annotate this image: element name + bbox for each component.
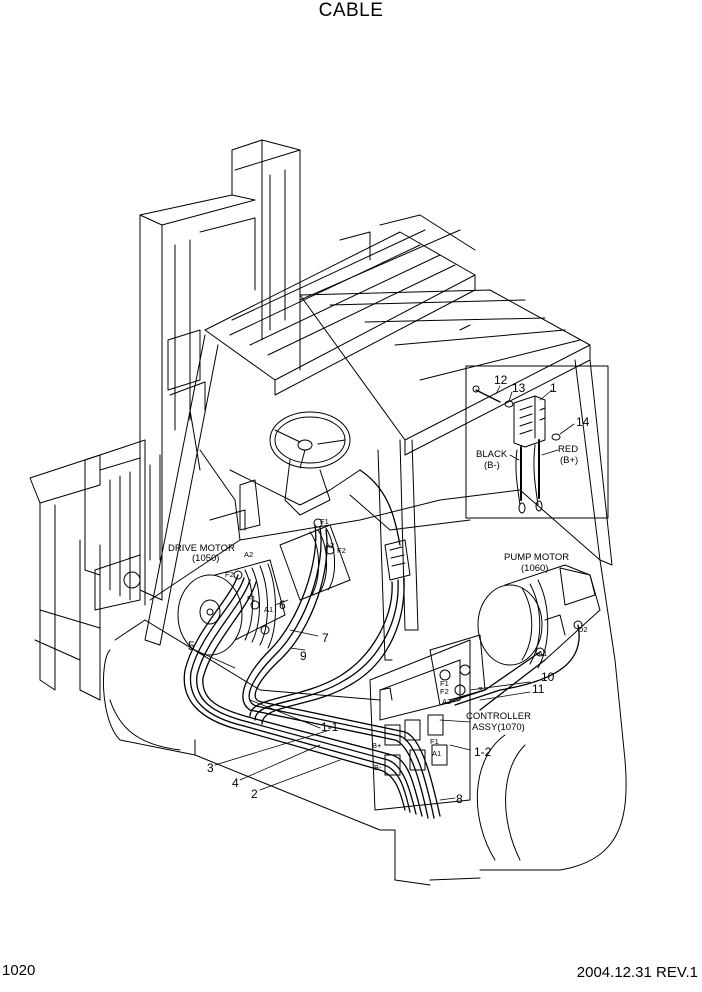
terminal-a2-center: A2 (325, 541, 334, 550)
drive-motor (177, 559, 286, 656)
revision-date: 2004.12.31 REV.1 (576, 964, 698, 981)
terminal-a1-drive: A1 (264, 605, 273, 614)
callout-11: 11 (532, 682, 545, 696)
label-drive-motor-code: (1050) (192, 553, 219, 564)
callout-5: 5 (188, 639, 195, 653)
label-black-sign: (B-) (484, 460, 500, 471)
terminal-a2-drive: A2 (244, 550, 253, 559)
callout-10: 10 (541, 670, 555, 684)
steering-wheel (199, 411, 361, 541)
leader-lines (194, 599, 531, 801)
label-drive-motor: DRIVE MOTOR (168, 543, 235, 554)
label-controller-code: ASSY(1070) (472, 722, 525, 733)
terminal-b-minus: B- (374, 763, 382, 772)
callout-8: 8 (456, 792, 463, 806)
label-black: BLACK (476, 449, 508, 460)
terminal-a2-ctrl: A2 (442, 697, 451, 706)
callout-1: 1 (550, 381, 557, 395)
battery-connector-detail-inset (465, 365, 609, 519)
body (103, 489, 627, 886)
terminal-a-ctrl-low: A1 (432, 749, 441, 758)
terminal-f2-drive: F2 (225, 570, 234, 579)
controller-assembly (369, 634, 486, 811)
terminal-d2-pump: D2 (578, 625, 588, 634)
terminal-a1-pump: A1 (538, 649, 547, 658)
overhead-guard (144, 214, 613, 661)
label-pump-motor-code: (1060) (521, 563, 548, 574)
terminal-f2-center: F2 (337, 546, 346, 555)
terminal-b-plus: B+ (372, 741, 382, 750)
label-red-sign: (B+) (560, 455, 578, 466)
callout-3: 3 (207, 761, 214, 775)
callout-13: 13 (512, 381, 526, 395)
terminal-f1-ctrl: F1 (440, 679, 449, 688)
terminal-f1-drive: F1 (247, 594, 256, 603)
label-pump-motor: PUMP MOTOR (504, 552, 569, 563)
callout-12: 12 (494, 373, 508, 387)
callout-9: 9 (300, 649, 307, 663)
pump-motor (477, 564, 601, 669)
terminal-f1-ctrl-low: F1 (430, 737, 439, 746)
battery-connector (384, 539, 411, 581)
callout-14: 14 (576, 415, 590, 429)
terminal-f2-ctrl: F2 (440, 687, 449, 696)
mast (139, 139, 301, 601)
page-title: CABLE (318, 0, 384, 21)
forks (29, 439, 146, 701)
callout-1-2: 1-2 (474, 745, 492, 759)
terminal-f1-center: F1 (320, 517, 329, 526)
callout-7: 7 (322, 631, 329, 645)
callout-2: 2 (251, 787, 258, 801)
callout-1-1: 1-1 (321, 720, 339, 734)
callout-4: 4 (232, 776, 239, 790)
cable-harness (183, 469, 580, 819)
terminal-s: S (478, 685, 483, 694)
page-number: 1020 (2, 962, 36, 979)
callout-6: 6 (279, 598, 286, 612)
label-red: RED (558, 444, 578, 455)
label-controller: CONTROLLER (466, 711, 531, 722)
